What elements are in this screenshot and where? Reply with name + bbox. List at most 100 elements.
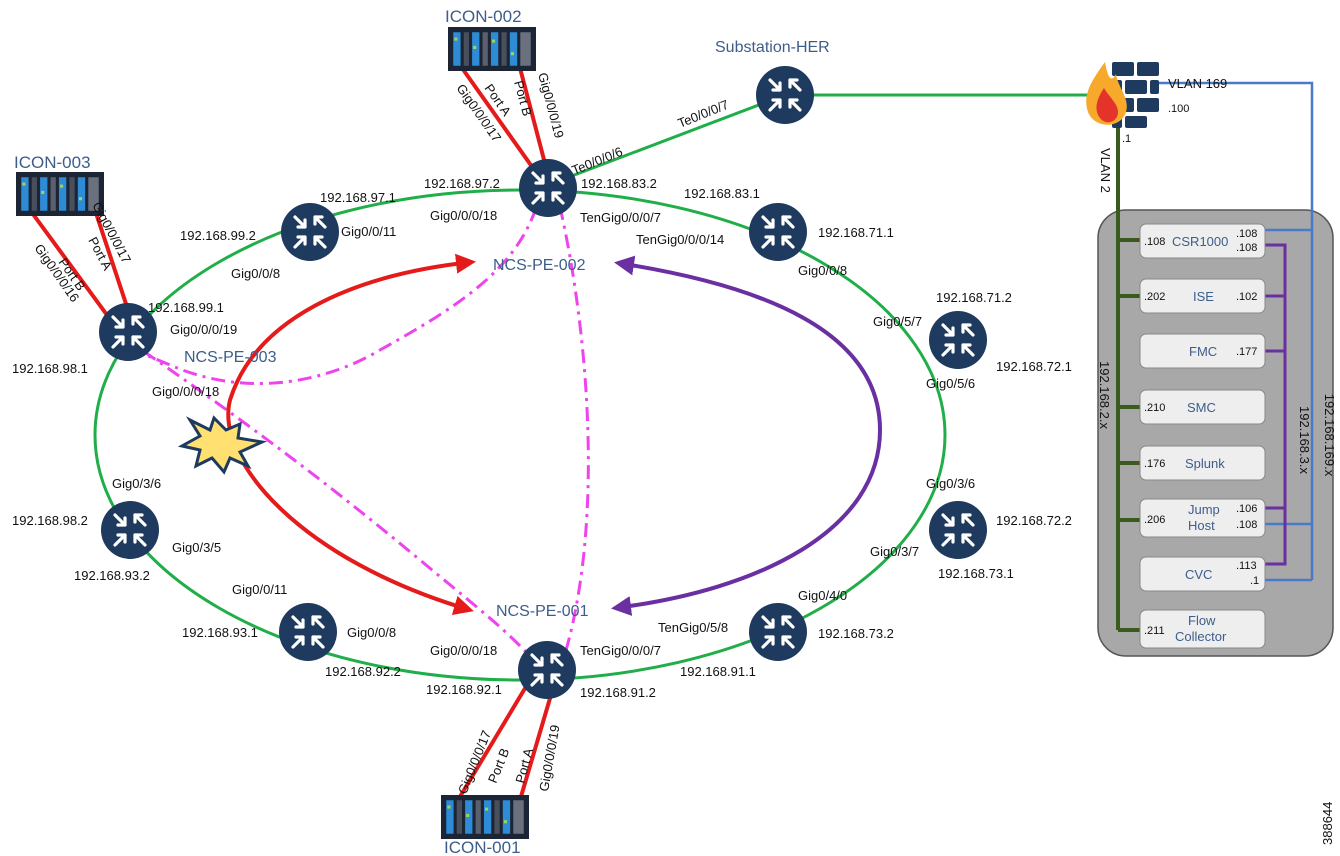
icon-port-links [28,66,558,802]
svg-text:.108: .108 [1236,519,1257,531]
data-center-box [1097,209,1334,657]
svg-text:Te0/0/0/6: Te0/0/0/6 [570,144,625,178]
icon-002-switch [448,27,536,71]
svg-text:Gig0/0/0/17: Gig0/0/0/17 [455,728,494,796]
svg-text:Gig0/3/6: Gig0/3/6 [926,476,975,491]
svg-text:192.168.72.1: 192.168.72.1 [996,359,1072,374]
router-ncs-pe-002 [518,158,578,218]
router-r3 [928,310,988,370]
icon-002-label: ICON-002 [445,7,522,26]
server-splunk: .176 Splunk [1139,445,1266,481]
svg-text:192.168.92.1: 192.168.92.1 [426,682,502,697]
svg-text:SMC: SMC [1187,400,1216,415]
svg-text:.177: .177 [1236,346,1257,358]
svg-text:Gig0/0/8: Gig0/0/8 [347,625,396,640]
subnet-169-label: 192.168.169.x [1322,394,1337,477]
server-jump-host: .206 Jump Host .106 .108 [1139,498,1266,538]
router-r4 [100,500,160,560]
svg-text:Jump: Jump [1188,502,1220,517]
svg-text:.113: .113 [1236,560,1257,572]
svg-text:.102: .102 [1236,291,1257,303]
router-substation-her [755,65,815,125]
svg-text:.210: .210 [1144,402,1165,414]
svg-text:Gig0/0/8: Gig0/0/8 [798,263,847,278]
svg-text:Gig0/0/0/18: Gig0/0/0/18 [152,384,219,399]
svg-text:CSR1000: CSR1000 [1172,234,1228,249]
svg-text:Host: Host [1188,518,1215,533]
server-flow-collector: .211 Flow Collector [1139,609,1266,649]
router-r5 [928,500,988,560]
failure-burst-icon [177,415,268,475]
svg-text:TenGig0/0/0/7: TenGig0/0/0/7 [580,643,661,658]
svg-text:192.168.93.1: 192.168.93.1 [182,625,258,640]
svg-text:.1: .1 [1122,133,1131,145]
svg-text:192.168.97.1: 192.168.97.1 [320,190,396,205]
svg-text:Gig0/0/0/18: Gig0/0/0/18 [430,208,497,223]
svg-text:Gig0/0/0/19: Gig0/0/0/19 [170,322,237,337]
vlan2-label: VLAN 2 [1098,148,1113,193]
svg-text:ISE: ISE [1193,289,1214,304]
svg-text:192.168.73.2: 192.168.73.2 [818,626,894,641]
purple-path [611,255,883,616]
svg-text:Gig0/0/11: Gig0/0/11 [232,582,287,597]
svg-text:Gig0/0/11: Gig0/0/11 [341,224,396,239]
svg-text:TenGig0/0/0/7: TenGig0/0/0/7 [580,210,661,225]
subnet-3-label: 192.168.3.x [1297,406,1312,474]
server-cvc: CVC .113 .1 [1139,556,1266,592]
router-r2 [748,202,808,262]
svg-text:.100: .100 [1168,103,1189,115]
svg-text:Gig0/0/0/18: Gig0/0/0/18 [430,643,497,658]
svg-text:192.168.73.1: 192.168.73.1 [938,566,1014,581]
svg-text:.108: .108 [1236,242,1257,254]
svg-text:.1: .1 [1250,575,1259,587]
server-list: .108 CSR1000 .108 .108 .202 ISE .102 FMC… [1139,223,1266,649]
red-failover-path [226,253,476,616]
server-csr1000: .108 CSR1000 .108 .108 [1139,223,1266,259]
svg-text:192.168.71.2: 192.168.71.2 [936,290,1012,305]
server-smc: .210 SMC [1139,389,1266,425]
router-r7 [748,602,808,662]
ncs-pe-001-label: NCS-PE-001 [496,603,589,620]
router-r1 [280,202,340,262]
svg-text:Gig0/5/7: Gig0/5/7 [873,314,922,329]
svg-text:Gig0/4/0: Gig0/4/0 [798,588,847,603]
subnet-2-label: 192.168.2.x [1097,361,1112,429]
svg-text:192.168.93.2: 192.168.93.2 [74,568,150,583]
svg-text:TenGig0/0/0/14: TenGig0/0/0/14 [636,232,724,247]
svg-text:192.168.97.2: 192.168.97.2 [424,176,500,191]
svg-text:Port B: Port B [511,79,535,118]
icon-003-switch [16,172,104,216]
svg-text:FMC: FMC [1189,344,1217,359]
svg-text:192.168.91.1: 192.168.91.1 [680,664,756,679]
icon-001-switch [441,795,529,839]
svg-text:Gig0/0/8: Gig0/0/8 [231,266,280,281]
svg-text:.176: .176 [1144,458,1165,470]
svg-text:Gig0/3/5: Gig0/3/5 [172,540,221,555]
svg-text:Gig0/3/6: Gig0/3/6 [112,476,161,491]
svg-text:192.168.98.1: 192.168.98.1 [12,361,88,376]
svg-text:Splunk: Splunk [1185,456,1225,471]
svg-text:.108: .108 [1144,236,1165,248]
svg-text:Gig0/0/0/19: Gig0/0/0/19 [535,71,567,140]
svg-text:192.168.92.2: 192.168.92.2 [325,664,401,679]
icon-001-label: ICON-001 [444,838,521,856]
router-r6 [278,602,338,662]
vlan169-label: VLAN 169 [1168,76,1227,91]
svg-text:192.168.99.1: 192.168.99.1 [148,300,224,315]
server-ise: .202 ISE .102 [1139,278,1266,314]
svg-text:Collector: Collector [1175,629,1227,644]
svg-text:.108: .108 [1236,228,1257,240]
svg-text:Flow: Flow [1188,613,1216,628]
pe002-her-link [547,93,786,187]
svg-text:Gig0/3/7: Gig0/3/7 [870,544,919,559]
router-ncs-pe-001 [517,640,577,700]
svg-text:.206: .206 [1144,514,1165,526]
firewall-icon [1086,62,1159,128]
svg-text:192.168.98.2: 192.168.98.2 [12,513,88,528]
svg-text:Gig0/5/6: Gig0/5/6 [926,376,975,391]
ncs-pe-003-label: NCS-PE-003 [184,349,277,366]
svg-text:TenGig0/5/8: TenGig0/5/8 [658,620,728,635]
substation-her-label: Substation-HER [715,39,830,56]
svg-text:CVC: CVC [1185,567,1212,582]
